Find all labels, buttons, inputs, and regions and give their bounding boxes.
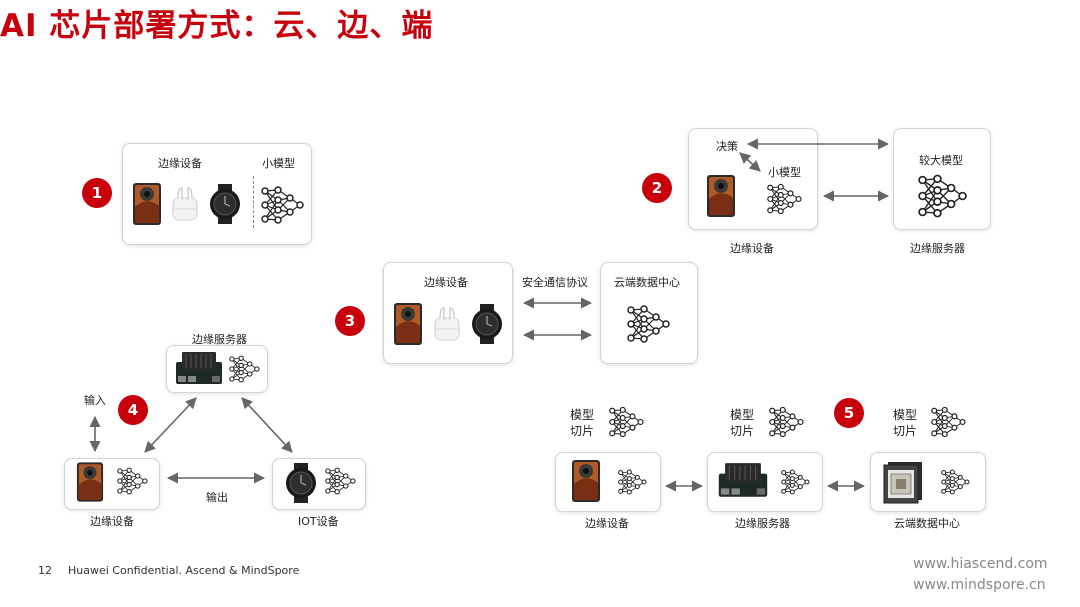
badge-5: 5 — [834, 398, 864, 428]
s5-edge-server-caption: 边缘服务器 — [735, 517, 790, 530]
badge-2: 2 — [642, 173, 672, 203]
s2-edge-device-caption: 边缘设备 — [730, 242, 774, 255]
s1-edge-device-label: 边缘设备 — [158, 157, 202, 170]
s5-model-slice-label-3: 模型 切片 — [893, 407, 917, 439]
s5-cloud-dc-caption: 云端数据中心 — [894, 517, 960, 530]
s4-edge-device-caption: 边缘设备 — [90, 515, 134, 528]
s4-input-label: 输入 — [84, 394, 106, 407]
s5-model-slice-label-2: 模型 切片 — [730, 407, 754, 439]
s4-output-label: 输出 — [206, 491, 228, 504]
s5-model-slice-text-2: 模型 切片 — [730, 408, 755, 438]
s3-edge-device-label: 边缘设备 — [424, 276, 468, 289]
badge-1: 1 — [82, 178, 112, 208]
hiascend-link[interactable]: www.hiascend.com — [913, 556, 1048, 572]
s4-iot-device-caption: IOT设备 — [298, 515, 339, 528]
s2-edge-server-caption: 边缘服务器 — [910, 242, 965, 255]
s2-small-model-label: 小模型 — [768, 166, 801, 179]
page-title: AI 芯片部署方式：云、边、端 — [0, 8, 434, 44]
s4-arrow-server-iot — [241, 397, 293, 453]
s1-small-model-label: 小模型 — [262, 157, 295, 170]
s5-edge-device-caption: 边缘设备 — [585, 517, 629, 530]
s2-arrow-decision-model — [739, 152, 761, 172]
scenario-2-server-box — [893, 128, 991, 230]
confidential-notice: Huawei Confidential. Ascend & MindSpore — [68, 564, 300, 577]
badge-3: 3 — [335, 306, 365, 336]
s4-arrow-server-device — [144, 397, 197, 453]
s3-protocol-label: 安全通信协议 — [522, 276, 588, 289]
s1-divider — [253, 176, 254, 228]
s3-cloud-dc-label: 云端数据中心 — [614, 276, 680, 289]
scenario-4-iot-box — [272, 458, 366, 510]
s5-model-slice-text-1: 模型 切片 — [570, 408, 595, 438]
s5-model-slice-label-1: 模型 切片 — [570, 407, 594, 439]
mindspore-link[interactable]: www.mindspore.cn — [913, 577, 1046, 593]
s4-edge-server-label: 边缘服务器 — [192, 333, 247, 346]
s2-larger-model-label: 较大模型 — [919, 154, 963, 167]
s5-model-slice-text-3: 模型 切片 — [893, 408, 918, 438]
badge-4: 4 — [118, 395, 148, 425]
page-number: 12 — [38, 564, 52, 577]
s2-decision-label: 决策 — [716, 140, 738, 153]
